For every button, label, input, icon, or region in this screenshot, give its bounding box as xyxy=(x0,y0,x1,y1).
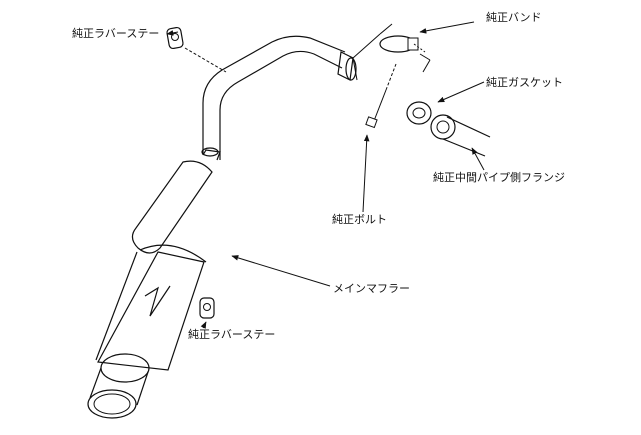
muffler-logo-mark xyxy=(144,285,171,317)
mid-pipe-flange xyxy=(430,114,491,157)
label-flange: 純正中間パイプ側フランジ xyxy=(433,171,565,184)
gasket xyxy=(406,101,432,125)
assembly-guide-lines xyxy=(352,23,431,81)
label-main-muffler: メインマフラー xyxy=(333,282,410,295)
bolt xyxy=(365,63,397,129)
label-rubber-stay-bottom: 純正ラバーステー xyxy=(188,328,275,341)
pipe-end-coupler xyxy=(337,51,357,81)
label-rubber-stay-top: 純正ラバーステー xyxy=(72,27,159,40)
rubber-stay-bottom xyxy=(199,297,215,319)
main-muffler xyxy=(87,244,207,419)
label-gasket: 純正ガスケット xyxy=(486,76,563,89)
label-bolt: 純正ボルト xyxy=(332,213,387,226)
band-clamp xyxy=(379,35,426,53)
leader-arrows xyxy=(166,21,485,329)
tail-pipe xyxy=(87,353,150,419)
resonator xyxy=(131,147,221,254)
exhaust-pipe xyxy=(202,35,357,160)
rubber-stay-top xyxy=(166,26,227,73)
label-band: 純正バンド xyxy=(486,11,542,24)
